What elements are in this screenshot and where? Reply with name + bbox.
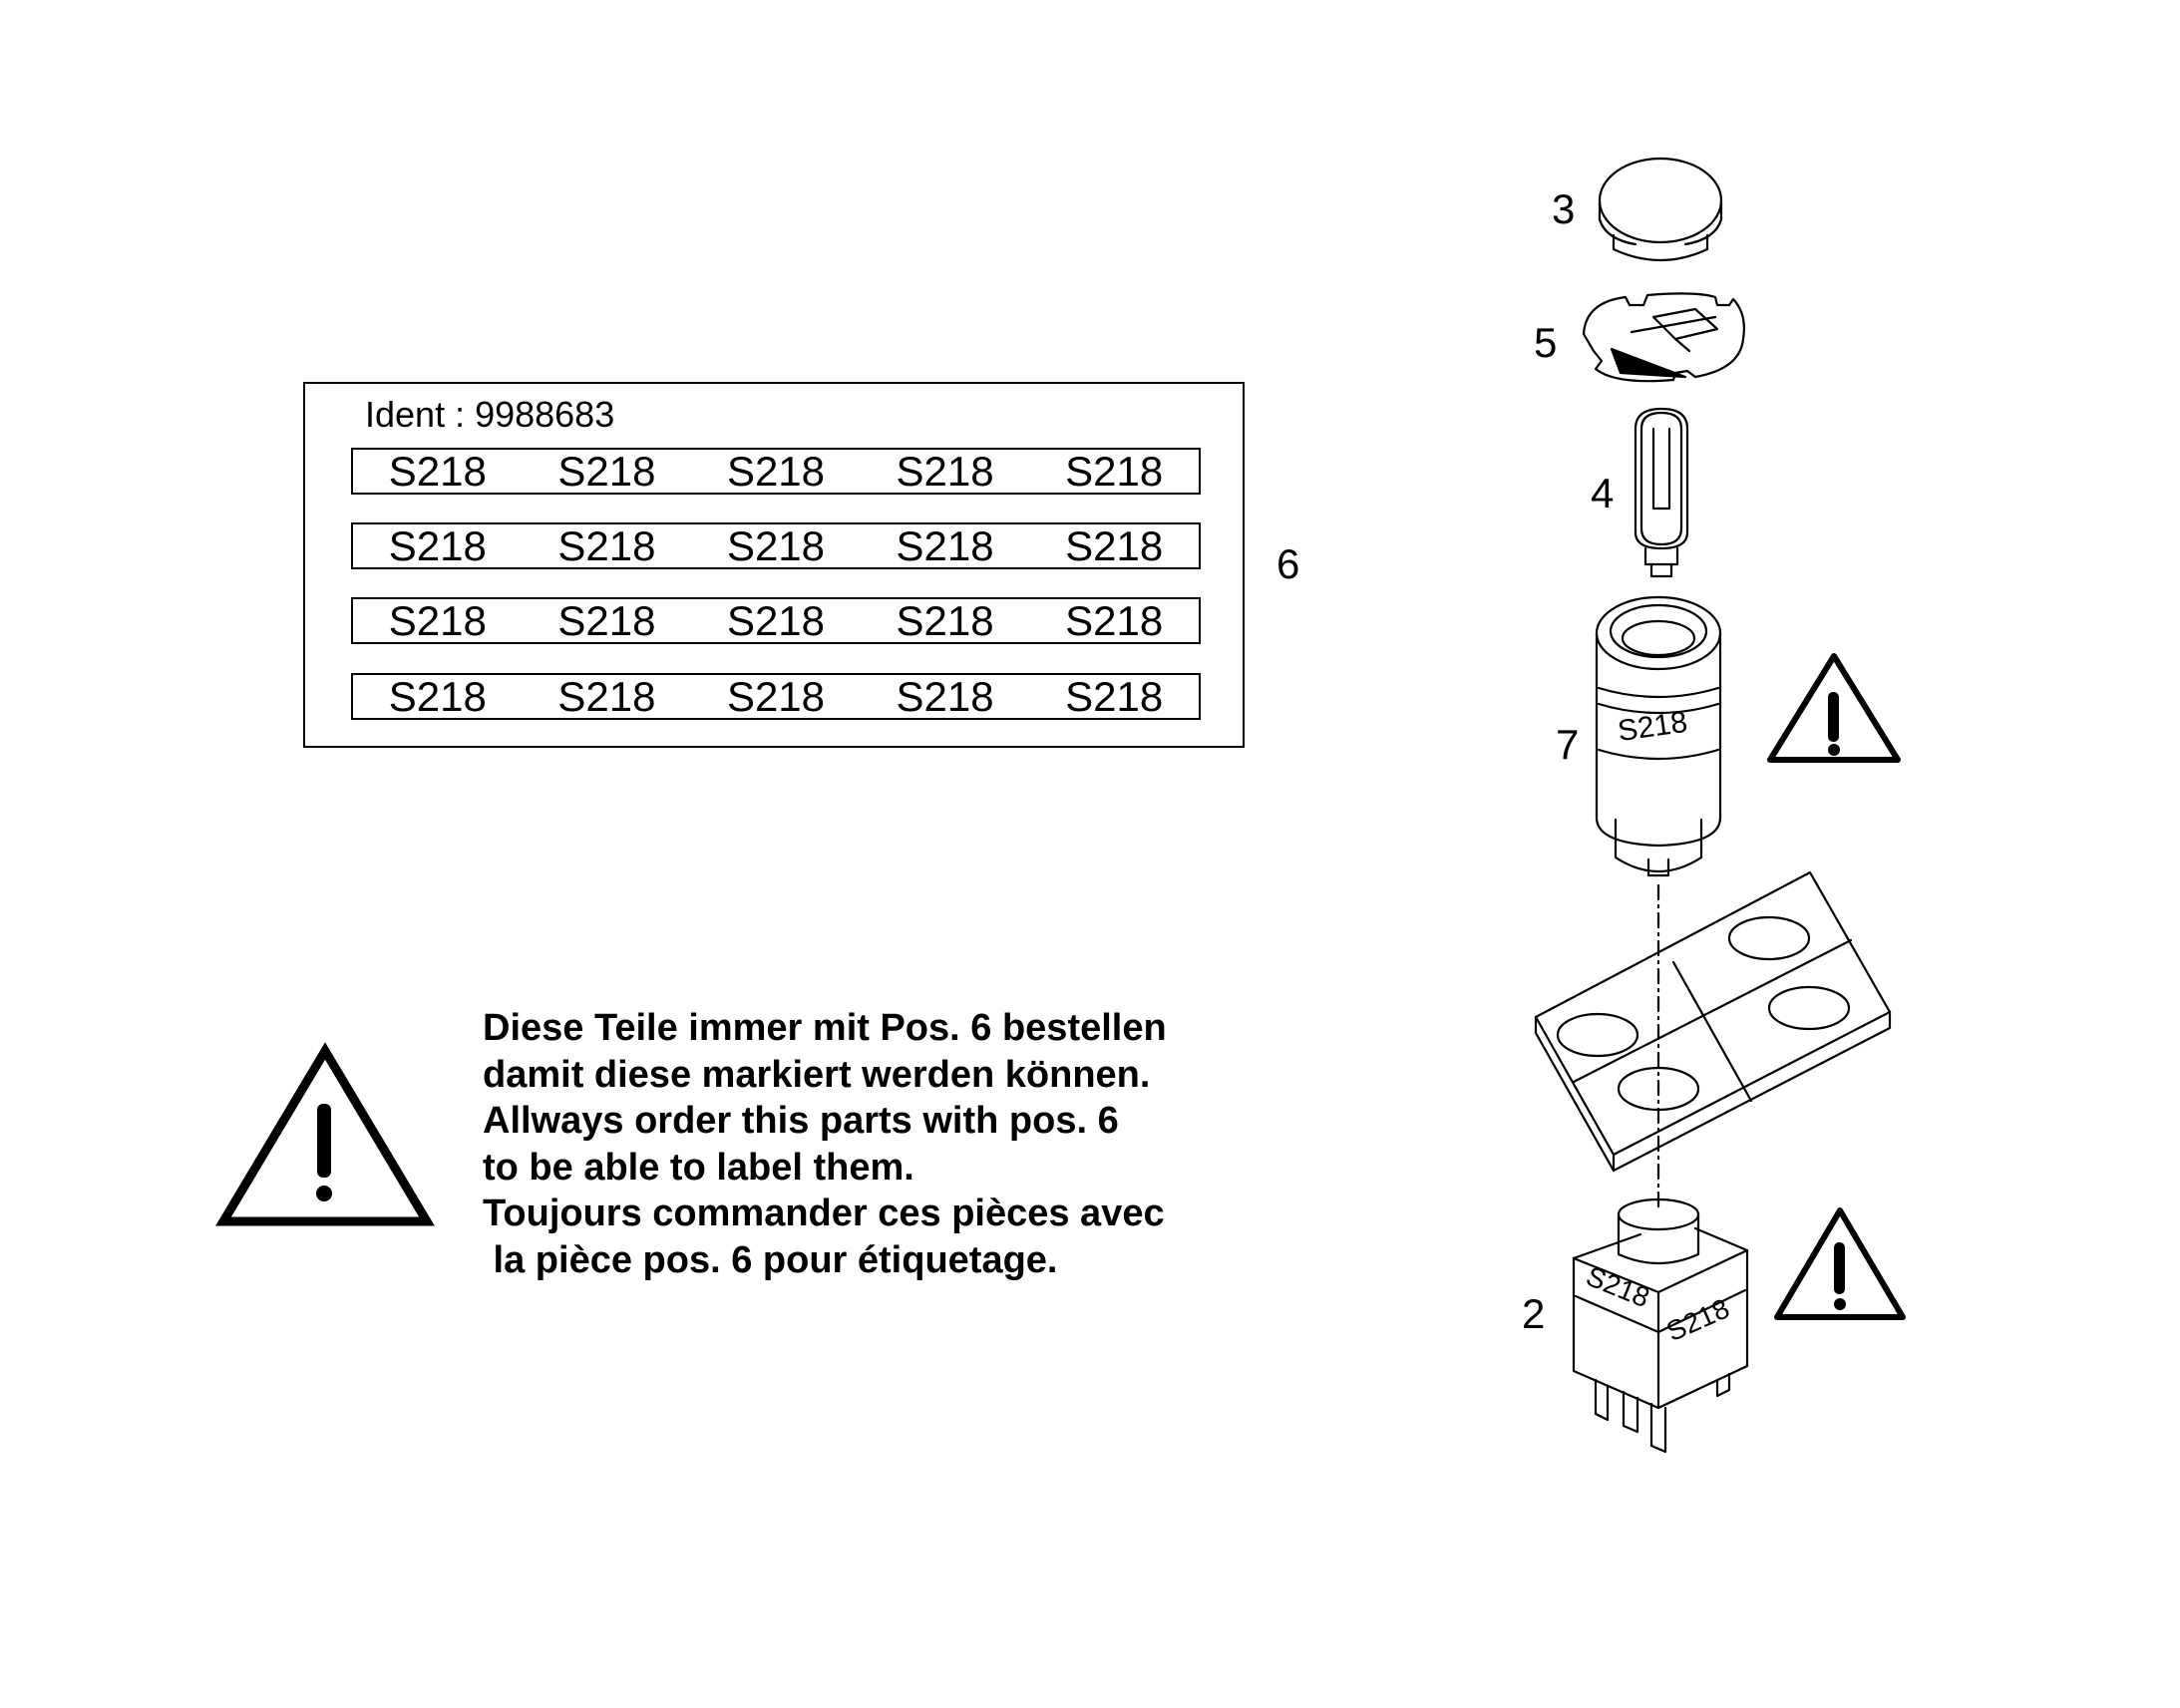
notice-line-de-1: Diese Teile immer mit Pos. 6 bestellen	[483, 1007, 1167, 1049]
warning-icon-left	[215, 1042, 435, 1226]
label-cell: S218	[388, 673, 487, 720]
label-cell: S218	[557, 522, 656, 569]
notice-line-fr-2: la pièce pos. 6 pour étiquetage.	[483, 1238, 1058, 1281]
label-cell: S218	[896, 673, 994, 720]
label-cell: S218	[557, 597, 656, 644]
position-4-label: 4	[1591, 470, 1615, 516]
label-cell: S218	[388, 522, 487, 569]
label-cell: S218	[1065, 673, 1164, 720]
part-4-bulb	[1634, 407, 1689, 578]
part-7-holder	[1595, 595, 1722, 877]
label-cell: S218	[388, 448, 487, 495]
notice-line-de-2: damit diese markiert werden können.	[483, 1053, 1151, 1096]
label-cell: S218	[388, 597, 487, 644]
notice-line-fr-1: Toujours commander ces pièces avec	[483, 1193, 1165, 1234]
label-sheet: Ident : 9988683 S218 S218 S218 S218 S218…	[303, 382, 1245, 748]
notice-line-en-1: Allways order this parts with pos. 6	[483, 1100, 1119, 1142]
position-2-label: 2	[1522, 1290, 1546, 1337]
label-cell: S218	[726, 673, 826, 720]
ident-number: Ident : 9988683	[365, 394, 615, 435]
label-cell: S218	[1065, 597, 1164, 644]
label-strip: S218 S218 S218 S218 S218	[351, 448, 1201, 495]
label-cell: S218	[557, 673, 656, 720]
warning-icon	[1767, 653, 1901, 763]
label-cell: S218	[726, 597, 826, 644]
label-strip: S218 S218 S218 S218 S218	[351, 673, 1201, 720]
switch-label-right: S218	[1661, 1292, 1733, 1347]
mounting-panel	[1534, 870, 1892, 1173]
label-strip: S218 S218 S218 S218 S218	[351, 522, 1201, 569]
label-cell: S218	[896, 597, 994, 644]
switch-label-left: S218	[1582, 1260, 1653, 1313]
label-cell: S218	[896, 448, 994, 495]
label-cell: S218	[726, 448, 826, 495]
label-cell: S218	[896, 522, 994, 569]
position-6-label: 6	[1276, 540, 1300, 587]
label-cell: S218	[1065, 448, 1164, 495]
part-2-switch	[1572, 1197, 1749, 1454]
label-cell: S218	[1065, 522, 1164, 569]
position-5-label: 5	[1534, 319, 1558, 366]
warning-icon	[1774, 1207, 1906, 1320]
label-cell: S218	[557, 448, 656, 495]
notice-line-en-2: to be able to label them.	[483, 1146, 914, 1189]
holder-label: S218	[1616, 706, 1689, 748]
part-5-symbol-disc	[1582, 292, 1745, 383]
position-3-label: 3	[1552, 185, 1576, 232]
part-3-cap	[1598, 157, 1723, 262]
label-strip: S218 S218 S218 S218 S218	[351, 597, 1201, 644]
label-cell: S218	[726, 522, 826, 569]
position-7-label: 7	[1556, 721, 1580, 768]
